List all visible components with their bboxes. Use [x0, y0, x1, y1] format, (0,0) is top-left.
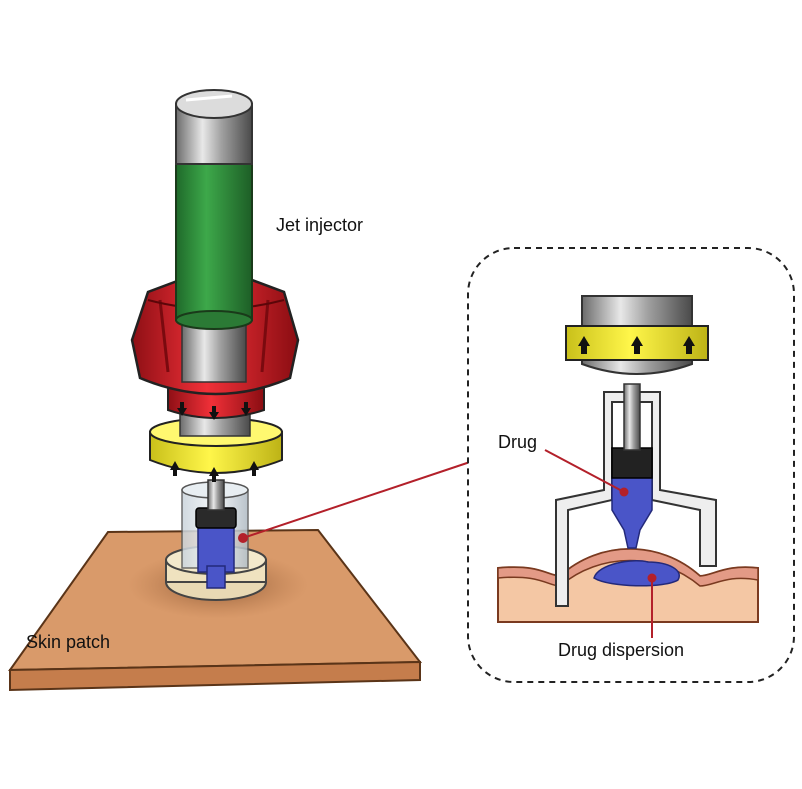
- drug-dispersion-pointer: [647, 573, 657, 638]
- inset-plunger: [623, 383, 641, 451]
- drug-dispersion-label: Drug dispersion: [558, 640, 685, 660]
- green-tube: [175, 159, 253, 321]
- drug-pointer: [544, 449, 629, 497]
- up-arrow-icon: [578, 336, 695, 354]
- up-arrow-icon: [170, 461, 259, 482]
- skin-patch-label: Skin patch: [26, 632, 111, 652]
- jet-injector-label: Jet injector: [276, 215, 364, 235]
- inset-housing: [555, 391, 717, 607]
- injector-piston: [195, 507, 237, 529]
- zoom-pointer: [238, 461, 471, 543]
- inset-piston: [611, 447, 653, 479]
- skin-patch-edge: [9, 660, 421, 692]
- down-arrow-icon: [177, 402, 251, 420]
- jet-injector: [130, 89, 300, 601]
- inset-cross-section: [467, 247, 795, 683]
- injector-drug-chamber: [197, 525, 235, 573]
- drug-label: Drug: [498, 432, 538, 452]
- inset-drug-dispersion: [593, 560, 680, 587]
